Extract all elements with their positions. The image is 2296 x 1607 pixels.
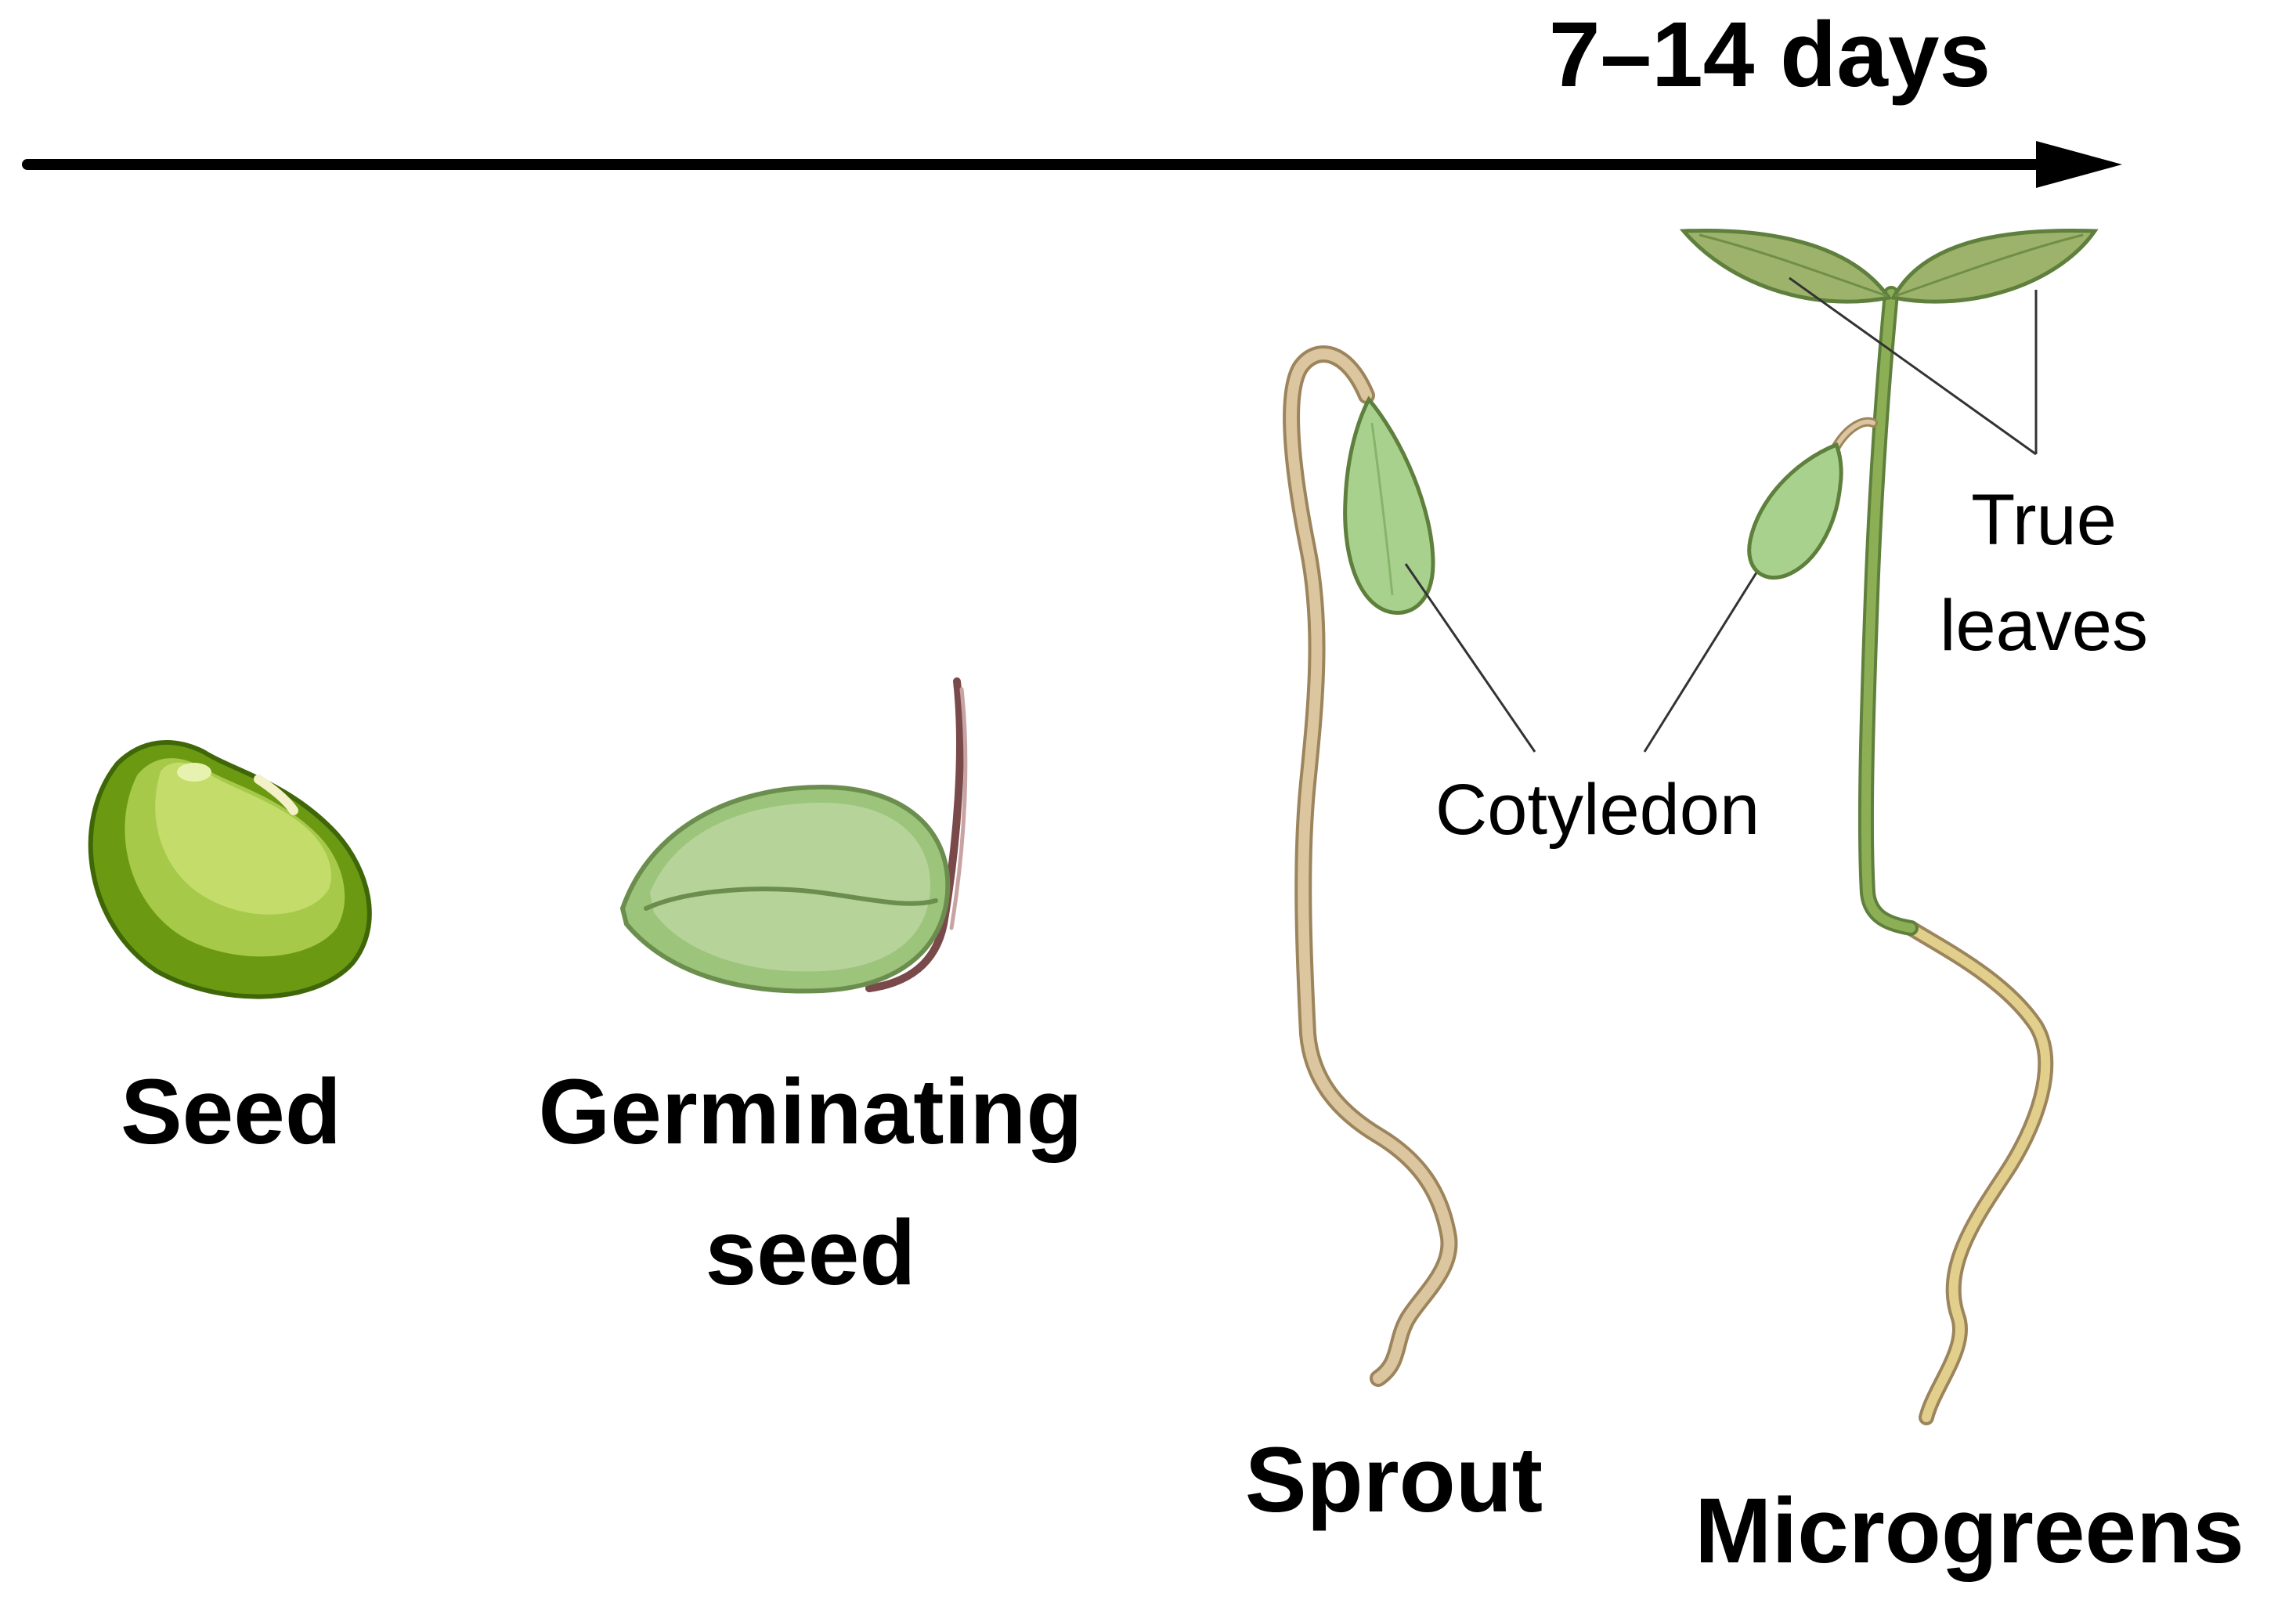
true-leaves-label-line1: True bbox=[1971, 480, 2117, 560]
true-leaves-leader-lines bbox=[1789, 276, 2038, 456]
seed-illustration bbox=[88, 740, 372, 999]
germinating-label-line1: Germinating bbox=[539, 1060, 1083, 1164]
seed-label: Seed bbox=[121, 1060, 341, 1164]
cotyledon-label: Cotyledon bbox=[1435, 770, 1760, 850]
germinating-seed-illustration bbox=[619, 677, 968, 994]
timeline-arrow bbox=[22, 141, 2122, 188]
sprout-illustration bbox=[1283, 345, 1458, 1387]
germinating-label-line2: seed bbox=[706, 1201, 916, 1305]
microgreens-label: Microgreens bbox=[1695, 1479, 2244, 1583]
sprout-label: Sprout bbox=[1245, 1428, 1543, 1532]
microgreens-illustration bbox=[1679, 228, 2099, 1425]
duration-label: 7–14 days bbox=[1549, 3, 1991, 107]
cotyledon-leader-lines bbox=[1404, 532, 1783, 753]
true-leaves-label-line2: leaves bbox=[1940, 586, 2148, 666]
